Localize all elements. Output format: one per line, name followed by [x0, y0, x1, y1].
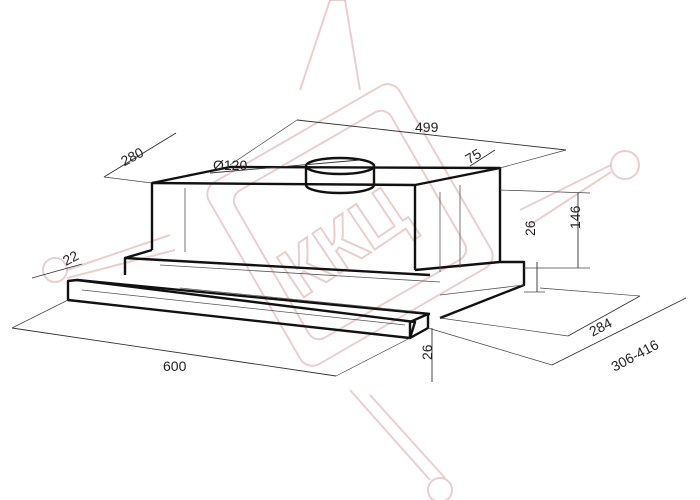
dim-75-label: 75: [462, 145, 484, 167]
dim-146: 146: [499, 189, 591, 269]
ext-line: [539, 287, 641, 297]
dim-26-bottom: 26: [419, 328, 435, 382]
ext-line: [439, 317, 569, 337]
front-panel: [66, 278, 431, 340]
front-panel-bevel: [179, 287, 421, 313]
dim-146-label: 146: [567, 205, 583, 229]
duct-collar: [304, 156, 376, 195]
dim-26-right-label: 26: [522, 220, 538, 236]
watermark-logo: ККЦ: [42, 0, 640, 500]
ext-line: [103, 176, 153, 184]
dim-duct-line: [209, 159, 361, 174]
duct-top-ellipse: [304, 156, 376, 176]
dim-22-label: 22: [60, 247, 81, 269]
duct-bottom-arc: [304, 184, 376, 195]
hood-step-inner: [159, 264, 441, 283]
dim-306-416: 306-416: [427, 297, 687, 375]
front-panel-top: [76, 278, 431, 316]
dim-600: 600: [11, 299, 411, 377]
hood-step-right: [439, 260, 526, 320]
dim-75: 75: [462, 145, 496, 167]
ext-line: [335, 337, 411, 377]
dim-280-line: [103, 132, 177, 178]
ext-line: [499, 149, 567, 169]
dim-284: 284: [439, 287, 641, 340]
dim-26-bottom-label: 26: [419, 344, 435, 360]
dim-75-line: [469, 149, 496, 167]
ext-line: [499, 189, 591, 194]
dim-499: 499: [229, 119, 567, 169]
front-panel-bar: [66, 278, 417, 340]
hood-step-front: [124, 256, 431, 277]
dim-499-label: 499: [415, 119, 439, 135]
hood-bottom-back: [439, 284, 525, 296]
dim-600-label: 600: [163, 358, 187, 374]
dim-306-416-line: [551, 297, 687, 366]
hood-body: [123, 165, 526, 320]
dim-600-line: [11, 327, 337, 377]
dim-26-right: 26: [522, 220, 545, 293]
dim-duct: Ø120: [209, 157, 361, 174]
dim-22: 22: [31, 247, 83, 279]
dim-280: 280: [103, 132, 177, 184]
dim-284-line: [567, 295, 641, 337]
ext-line: [11, 299, 69, 329]
dim-22-line: [31, 263, 83, 279]
dim-duct-label: Ø120: [213, 157, 247, 173]
dim-306-416-label: 306-416: [608, 336, 661, 374]
ext-line: [427, 327, 553, 366]
front-panel-inner: [81, 289, 406, 326]
ext-line: [229, 119, 298, 166]
hood-right-bottom-edge: [414, 260, 501, 272]
dim-499-line: [296, 119, 567, 151]
